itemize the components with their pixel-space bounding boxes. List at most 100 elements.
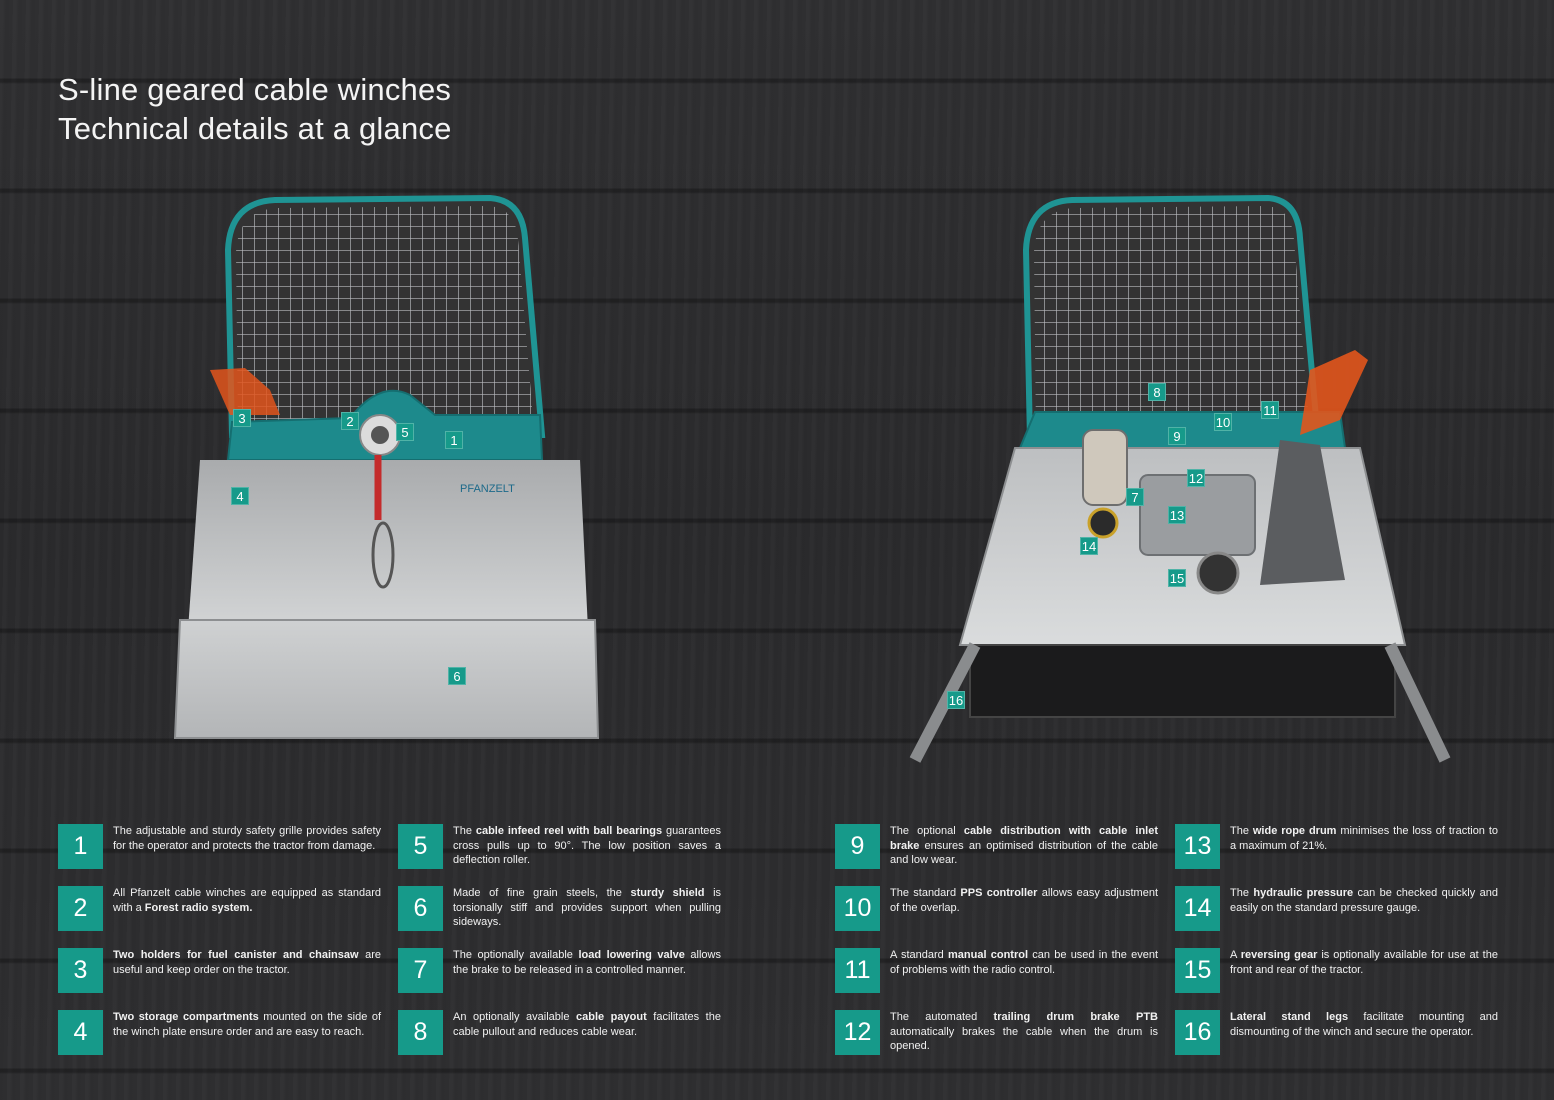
feature-item-15: 15 A reversing gear is optionally availab…: [1175, 948, 1498, 993]
feature-description: The optional cable distribution with cab…: [890, 824, 1158, 868]
feature-number-badge: 12: [835, 1010, 880, 1055]
feature-item-7: 7 The optionally available load lowering …: [398, 948, 721, 993]
feature-text: The standard: [890, 887, 961, 899]
winch-front-view: PFANZELT 1 2 3 4 5 6: [170, 190, 610, 750]
marker-10: 10: [1214, 413, 1232, 431]
feature-description: A standard manual control can be used in…: [890, 948, 1158, 977]
marker-15: 15: [1168, 569, 1186, 587]
feature-item-13: 13 The wide rope drum minimises the loss …: [1175, 824, 1498, 869]
feature-number-badge: 2: [58, 886, 103, 931]
feature-text: A: [1230, 949, 1241, 961]
marker-3: 3: [233, 409, 251, 427]
feature-highlight: hydraulic pressure: [1253, 887, 1354, 899]
feature-description: The hydraulic pressure can be checked qu…: [1230, 886, 1498, 915]
marker-9: 9: [1168, 427, 1186, 445]
feature-description: An optionally available cable payout fac…: [453, 1010, 721, 1039]
feature-description: The automated trailing drum brake PTB au…: [890, 1010, 1158, 1054]
feature-description: All Pfanzelt cable winches are equipped …: [113, 886, 381, 915]
feature-item-3: 3 Two holders for fuel canister and chain…: [58, 948, 381, 993]
feature-text: facilitate mounting and dismounting of t…: [1230, 1011, 1498, 1038]
feature-text: allows easy adjustment of the overlap.: [890, 887, 1159, 914]
winch-rear-illustration: [909, 194, 1451, 763]
feature-text: The adjustable and sturdy safety grille …: [113, 825, 381, 852]
marker-14: 14: [1080, 537, 1098, 555]
feature-description: Two storage compartments mounted on the …: [113, 1010, 381, 1039]
feature-text: minimises the loss of traction to a maxi…: [1230, 825, 1498, 852]
feature-text: ensures an optimised distribution of the…: [890, 839, 1158, 867]
feature-description: The cable infeed reel with ball bearings…: [453, 824, 721, 868]
feature-number-badge: 3: [58, 948, 103, 993]
feature-highlight: cable infeed reel with ball bearings: [475, 825, 663, 837]
feature-text: allows the brake to be released in a con…: [453, 949, 721, 976]
feature-item-10: 10 The standard PPS controller allows eas…: [835, 886, 1158, 931]
feature-highlight: Two holders for fuel canister and chains…: [113, 949, 359, 961]
marker-7: 7: [1126, 488, 1144, 506]
feature-highlight: cable distribution with cable inlet brak…: [890, 825, 1158, 852]
feature-item-1: 1 The adjustable and sturdy safety grille…: [58, 824, 381, 869]
feature-text: The: [453, 825, 476, 837]
feature-number-badge: 4: [58, 1010, 103, 1055]
feature-item-16: 16 Lateral stand legs facilitate mounting…: [1175, 1010, 1498, 1055]
feature-highlight: Forest radio system.: [144, 901, 253, 914]
title-line-1: S-line geared cable winches: [58, 72, 452, 107]
feature-item-8: 8 An optionally available cable payout fa…: [398, 1010, 721, 1055]
winch-rear-view: 7 8 9 10 11 12 13 14 15 16: [900, 190, 1470, 780]
feature-text: guarantees cross pulls up to 90°. The lo…: [453, 825, 721, 866]
feature-text: is torsionally stiff and provides suppor…: [453, 887, 722, 928]
feature-text: can be checked quickly and easily on the…: [1230, 887, 1498, 914]
marker-6: 6: [448, 667, 466, 685]
feature-number-badge: 8: [398, 1010, 443, 1055]
marker-5: 5: [396, 423, 414, 441]
feature-description: A reversing gear is optionally available…: [1230, 948, 1498, 977]
feature-description: The wide rope drum minimises the loss of…: [1230, 824, 1498, 853]
marker-13: 13: [1168, 506, 1186, 524]
feature-highlight: Two storage compartments: [113, 1011, 259, 1023]
marker-8: 8: [1148, 383, 1166, 401]
marker-16: 16: [947, 691, 965, 709]
feature-number-badge: 16: [1175, 1010, 1220, 1055]
feature-number-badge: 10: [835, 886, 880, 931]
feature-description: The standard PPS controller allows easy …: [890, 886, 1158, 915]
feature-highlight: wide rope drum: [1252, 825, 1337, 837]
marker-1: 1: [445, 431, 463, 449]
feature-highlight: manual control: [948, 949, 1029, 961]
feature-number-badge: 13: [1175, 824, 1220, 869]
feature-text: facilitates the cable pullout and reduce…: [453, 1011, 721, 1038]
feature-highlight: PPS controller: [960, 887, 1038, 899]
feature-text: can be used in the event of problems wit…: [890, 949, 1158, 976]
feature-item-14: 14 The hydraulic pressure can be checked …: [1175, 886, 1498, 931]
winch-front-illustration: PFANZELT: [173, 194, 600, 739]
feature-description: Made of fine grain steels, the sturdy sh…: [453, 886, 721, 930]
feature-text: The: [1230, 825, 1253, 837]
feature-text: The automated: [890, 1011, 994, 1023]
feature-text: The optional: [890, 825, 964, 837]
feature-item-4: 4 Two storage compartments mounted on the…: [58, 1010, 381, 1055]
feature-item-2: 2 All Pfanzelt cable winches are equipped…: [58, 886, 381, 931]
feature-number-badge: 7: [398, 948, 443, 993]
feature-number-badge: 11: [835, 948, 880, 993]
page-title: S-line geared cable winches Technical de…: [58, 70, 452, 148]
svg-text:PFANZELT: PFANZELT: [460, 483, 515, 495]
feature-text: automatically brakes the cable when the …: [890, 1025, 1158, 1053]
feature-highlight: Lateral stand legs: [1230, 1011, 1349, 1023]
feature-number-badge: 14: [1175, 886, 1220, 931]
feature-description: Lateral stand legs facilitate mounting a…: [1230, 1010, 1498, 1039]
feature-number-badge: 6: [398, 886, 443, 931]
feature-number-badge: 15: [1175, 948, 1220, 993]
feature-text: mounted on the side of the winch plate e…: [113, 1011, 382, 1038]
feature-highlight: sturdy shield: [630, 887, 705, 899]
feature-item-11: 11 A standard manual control can be used …: [835, 948, 1158, 993]
feature-highlight: reversing gear: [1240, 949, 1318, 961]
marker-11: 11: [1261, 401, 1279, 419]
feature-text: are useful and keep order on the tractor…: [113, 949, 381, 976]
marker-2: 2: [341, 412, 359, 430]
feature-number-badge: 9: [835, 824, 880, 869]
feature-number-badge: 1: [58, 824, 103, 869]
feature-text: is optionally available for use at the f…: [1230, 949, 1498, 976]
feature-text: The optionally available: [453, 949, 579, 961]
feature-description: Two holders for fuel canister and chains…: [113, 948, 381, 977]
feature-highlight: load lowering valve: [578, 949, 685, 961]
feature-text: A standard: [890, 949, 948, 961]
